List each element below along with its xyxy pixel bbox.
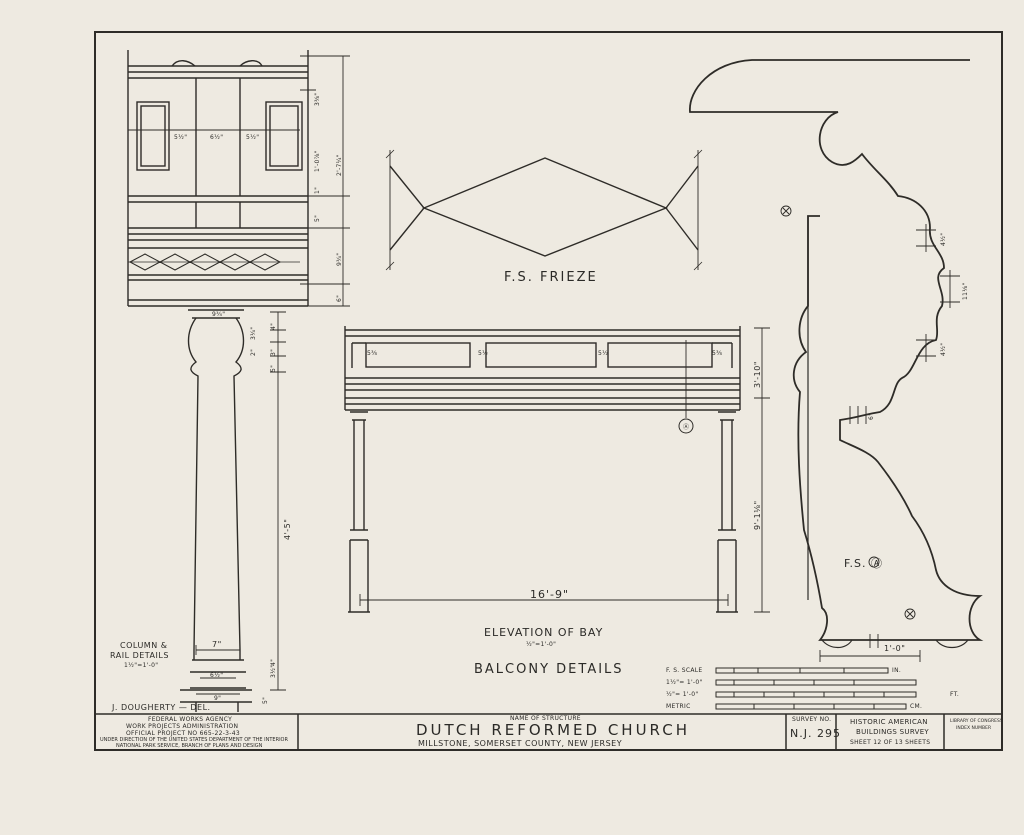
dim-fs-c: 4½" <box>940 342 947 356</box>
dim-col-b: 3¼" <box>250 326 257 340</box>
survey-caption: SURVEY NO. <box>792 716 832 723</box>
dim-panel-width-3: 5½" <box>246 134 260 141</box>
agency-line-3: OFFICIAL PROJECT NO 665-22-3-43 <box>126 730 240 737</box>
dim-bay-rail: 3'-10" <box>753 360 762 388</box>
sheet-border <box>94 31 1003 751</box>
scale-metric-label: METRIC <box>666 703 691 710</box>
dim-col-foot: 9" <box>214 695 222 702</box>
scale-unit-in: IN. <box>892 667 902 674</box>
balcony-title: BALCONY DETAILS <box>474 662 624 677</box>
survey-number: N.J. 295 <box>790 727 841 740</box>
habs-line-1: HISTORIC AMERICAN <box>850 718 928 726</box>
dim-panel-height: 1'-0⅞" <box>314 150 321 172</box>
scale-bars <box>715 667 917 710</box>
title-block-lines <box>96 713 1003 751</box>
profile-section-drawing <box>689 59 984 649</box>
dim-base-rail: 6" <box>336 294 343 302</box>
structure-name: DUTCH REFORMED CHURCH <box>416 721 690 739</box>
agency-line-1: FEDERAL WORKS AGENCY <box>148 716 233 723</box>
dim-bay-column: 9'-1⅛" <box>753 500 762 530</box>
dim-col-d: 3" <box>270 348 277 356</box>
dim-fs-a: 4½" <box>940 232 947 246</box>
frieze-drawing <box>385 149 703 271</box>
dim-fs-d: 6" <box>868 412 875 420</box>
dim-bay-width: 16'-9" <box>530 588 570 601</box>
dim-col-shaft: 4'-5" <box>283 518 292 540</box>
dim-panel-width-2: 6½" <box>210 134 224 141</box>
dim-col-width: 7" <box>212 640 222 649</box>
structure-location: MILLSTONE, SOMERSET COUNTY, NEW JERSEY <box>418 739 623 748</box>
column-label-2: RAIL DETAILS <box>110 651 169 660</box>
library-line-1: LIBRARY OF CONGRESS <box>950 719 1003 724</box>
fs-a-label: F.S. Ⓐ <box>844 557 884 570</box>
dim-col-f: 3½" <box>270 664 277 678</box>
dim-rail-band: 1" <box>314 186 321 194</box>
column-label-1: COLUMN & <box>120 641 168 650</box>
scale-fs-label: F. S. SCALE <box>666 667 703 674</box>
dim-rail-lower: 5" <box>314 214 321 222</box>
scale-2-label: ½"= 1'-0" <box>666 691 699 698</box>
bay-elevation-drawing <box>344 326 770 613</box>
dim-col-c: 2" <box>250 348 257 356</box>
dim-fs-width: 1'-0" <box>884 644 906 653</box>
structure-caption: NAME OF STRUCTURE <box>510 715 581 722</box>
dim-bay-panel-b: 5½ <box>478 350 489 357</box>
dim-fs-b: 11⅛" <box>962 282 969 300</box>
column-dimension-lines <box>128 55 350 695</box>
rail-section-drawing <box>127 50 309 307</box>
habs-line-2: BUILDINGS SURVEY <box>856 728 930 736</box>
elevation-scale: ½"=1'-0" <box>526 641 557 648</box>
section-marker-a: Ⓐ <box>683 424 690 431</box>
dim-frieze-height: 9¾" <box>336 252 343 266</box>
profile-dimension-lines <box>780 205 960 662</box>
sheet-number: SHEET 12 OF 13 SHEETS <box>850 739 931 746</box>
scale-unit-cm: CM. <box>910 703 923 710</box>
dim-rail-total: 2'-7¼" <box>336 154 343 176</box>
dim-col-e: 5" <box>270 364 277 372</box>
agency-line-2: WORK PROJECTS ADMINISTRATION <box>126 723 239 730</box>
agency-line-4: UNDER DIRECTION OF THE UNITED STATES DEP… <box>100 737 288 743</box>
dim-bay-panel-a: 5⅜ <box>367 350 378 357</box>
dim-col-base: 6½" <box>210 672 224 679</box>
scale-unit-ft: FT. <box>950 691 960 698</box>
dim-panel-width-1: 5½" <box>174 134 188 141</box>
column-drawing <box>180 309 252 712</box>
column-scale: 1½"=1'-0" <box>124 662 159 669</box>
dim-rail-top: 3⅜" <box>314 92 321 106</box>
elevation-label: ELEVATION OF BAY <box>484 626 604 639</box>
delineator: J. DOUGHERTY — DEL. <box>112 703 211 712</box>
dim-bay-panel-c: 5½ <box>598 350 609 357</box>
dim-col-g: 5" <box>262 696 269 704</box>
dim-col-top: 9¾" <box>212 311 226 318</box>
scale-1-label: 1½"= 1'-0" <box>666 679 703 686</box>
frieze-label: F.S. FRIEZE <box>504 270 598 285</box>
dim-col-a: 4" <box>270 322 277 330</box>
library-line-2: INDEX NUMBER <box>956 726 992 731</box>
dim-col-h: 4" <box>270 658 277 666</box>
dim-bay-panel-d: 5⅜ <box>712 350 723 357</box>
agency-line-5: NATIONAL PARK SERVICE, BRANCH OF PLANS A… <box>116 743 263 749</box>
